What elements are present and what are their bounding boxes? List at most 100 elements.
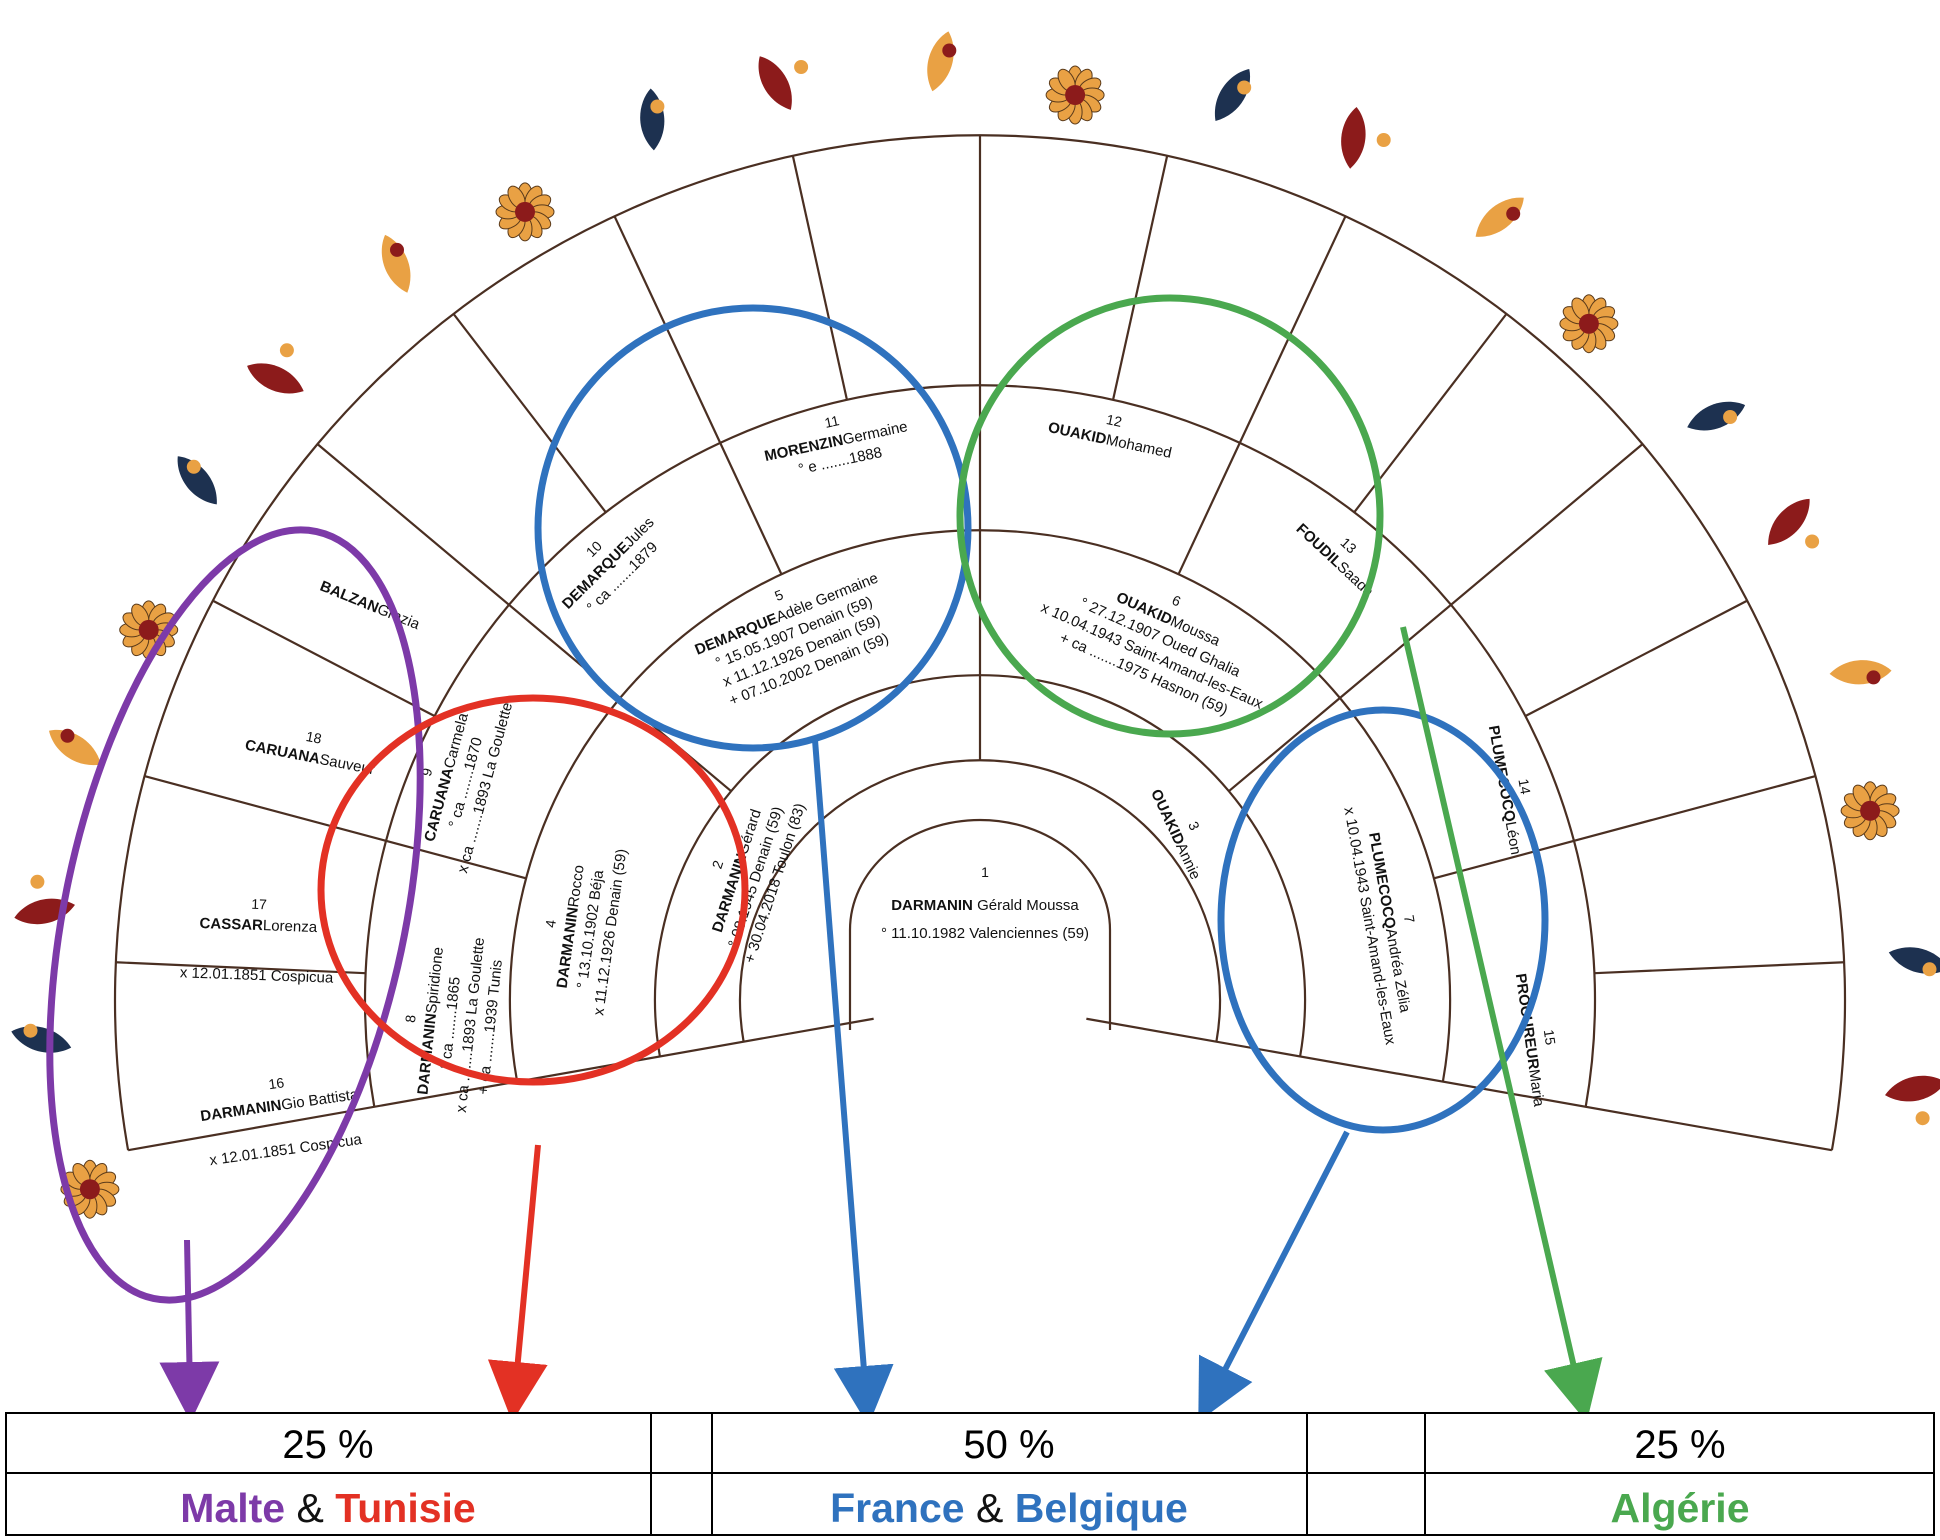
fan-center-arch	[848, 818, 1112, 1030]
leaf-icon	[247, 363, 304, 394]
leaf-icon	[381, 234, 411, 293]
fan-radial-gen5-2	[452, 313, 607, 513]
person-7[interactable]: 7 PLUMECOCQAndréa Zélia x 10.04.1943 Sai…	[1340, 799, 1438, 1047]
svg-text:DARMANINGio Battista: DARMANINGio Battista	[199, 1086, 360, 1125]
fan-radial-gen5b-3	[1573, 775, 1816, 842]
fan-radial-gen5b-0	[144, 775, 387, 842]
berry-icon	[794, 60, 809, 74]
person-1[interactable]: 1 DARMANIN Gérald Moussa ° 11.10.1982 Va…	[881, 864, 1089, 942]
fan-radial-gen3-1	[1228, 697, 1341, 792]
svg-text:12: 12	[1105, 411, 1124, 430]
fan-radial-gen4-0	[385, 839, 527, 880]
berry-icon	[279, 343, 294, 358]
svg-text:7: 7	[1401, 914, 1418, 925]
fan-radial-long-0	[316, 443, 621, 699]
fan-radial-gen4-2	[1177, 442, 1241, 575]
berry-icon	[60, 728, 75, 743]
berry-icon	[23, 1023, 38, 1038]
person-4[interactable]: 4 DARMANINRocco ° 13.10.1902 Béja x 11.1…	[531, 839, 631, 1017]
berry-icon	[1915, 1111, 1930, 1126]
leaf-icon	[11, 1026, 72, 1053]
blue-france-highlight	[534, 304, 972, 752]
floral-border-decoration	[11, 31, 1940, 1219]
person-12[interactable]: 12 OUAKIDMohamed	[1047, 400, 1178, 462]
fan-ring-0	[738, 759, 1222, 1042]
berry-icon	[1506, 206, 1521, 221]
berry-icon	[1723, 410, 1738, 424]
fan-edge-1	[1086, 1017, 1833, 1152]
leaf-icon	[927, 31, 954, 92]
leaf-icon	[1768, 498, 1810, 545]
fan-radial-gen4-1	[719, 442, 783, 575]
svg-text:18: 18	[305, 728, 324, 747]
legend-center-percent: 50 %	[963, 1423, 1054, 1467]
flower-icon	[1045, 65, 1105, 125]
fan-radial-gen5-6	[1525, 599, 1748, 718]
origin-legend-table: 25 % Malte & Tunisie 50 % France & Belgi…	[5, 1412, 1935, 1536]
person-6[interactable]: 6 OUAKIDMoussa ° 27.12.1907 Oued Ghalia …	[1030, 544, 1290, 731]
leaf-icon	[640, 88, 665, 151]
legend-left-origins: Malte & Tunisie	[180, 1485, 475, 1531]
purple-arrow	[159, 1239, 220, 1422]
berry-icon	[1805, 534, 1820, 549]
svg-text:BALZANGrazia: BALZANGrazia	[318, 578, 423, 634]
svg-text:14: 14	[1515, 777, 1533, 795]
svg-text:5: 5	[772, 586, 785, 604]
purple-malta-highlight	[46, 526, 424, 1304]
flower-icon	[1840, 781, 1900, 841]
person-11[interactable]: 11 MORENZINGermaine ° e .......1888	[759, 399, 914, 485]
leaf-icon	[177, 456, 217, 505]
fan-radial-gen5-7	[1594, 961, 1845, 975]
svg-text:2: 2	[709, 858, 727, 871]
person-19[interactable]: BALZANGrazia	[318, 578, 423, 634]
person-18[interactable]: 18 CARUANASauveur	[244, 717, 380, 778]
svg-text:11: 11	[823, 412, 841, 431]
svg-text:3: 3	[1185, 819, 1203, 833]
person-5[interactable]: 5 DEMARQUEAdèle Germaine ° 15.05.1907 De…	[685, 551, 903, 714]
leaf-icon	[1341, 107, 1366, 169]
leaf-icon	[1687, 401, 1746, 431]
flower-icon	[1559, 294, 1619, 354]
berry-icon	[942, 43, 957, 58]
blue-belgium-highlight	[1217, 706, 1549, 1134]
fan-chart-grid	[113, 134, 1847, 1152]
legend-center-origins: France & Belgique	[830, 1485, 1188, 1531]
berry-icon	[1922, 962, 1937, 977]
fan-radial-long-1	[1339, 443, 1644, 699]
person-3[interactable]: 3 OUAKIDAnnie	[1147, 778, 1222, 883]
berry-icon	[650, 99, 665, 114]
green-algeria-highlight	[956, 294, 1384, 738]
fan-radial-gen5-1	[212, 599, 435, 718]
fan-radial-gen5-3	[791, 155, 848, 400]
leaf-icon	[1214, 69, 1251, 121]
red-arrow	[487, 1144, 548, 1422]
leaf-icon	[1829, 660, 1892, 685]
svg-text:15: 15	[1541, 1028, 1559, 1046]
leaf-icon	[1885, 1075, 1940, 1102]
person-17[interactable]: 17 CASSARLorenza x 12.01.1851 Cospicua	[180, 893, 337, 987]
flower-icon	[495, 182, 555, 242]
fan-radial-gen5-0	[115, 961, 366, 975]
berry-icon	[186, 459, 201, 474]
svg-text:9: 9	[418, 766, 436, 778]
red-tunisia-highlight	[317, 694, 749, 1086]
leaf-icon	[758, 56, 792, 110]
svg-text:17: 17	[251, 896, 267, 913]
svg-text:8: 8	[402, 1014, 419, 1024]
person-8[interactable]: 8 DARMANINSpiridione ° ca .......1865 x …	[393, 930, 508, 1115]
svg-text:DARMANIN Gérald Moussa: DARMANIN Gérald Moussa	[891, 897, 1079, 914]
blue-arrow-right	[1198, 1130, 1350, 1422]
svg-text:1: 1	[981, 864, 989, 880]
legend-right-origins: Algérie	[1611, 1485, 1750, 1531]
svg-text:° 11.10.1982 Valenciennes (59): ° 11.10.1982 Valenciennes (59)	[881, 925, 1089, 942]
leaf-icon	[1475, 197, 1524, 237]
berry-icon	[1376, 133, 1391, 147]
legend-left-percent: 25 %	[282, 1423, 373, 1467]
fan-radial-gen5b-2	[1238, 215, 1347, 444]
svg-text:OUAKIDAnnie: OUAKIDAnnie	[1147, 787, 1204, 883]
berry-icon	[30, 874, 45, 889]
svg-text:4: 4	[542, 919, 559, 929]
person-10[interactable]: 10 DEMARQUEJules ° ca .......1879	[545, 500, 672, 627]
person-16[interactable]: 16 DARMANINGio Battista x 12.01.1851 Cos…	[196, 1064, 366, 1169]
